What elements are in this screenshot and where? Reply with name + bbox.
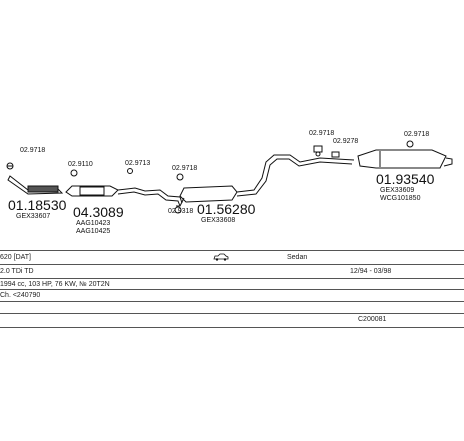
part-number-4: 01.93540 (376, 171, 435, 187)
part-number-2: 04.3089 (73, 204, 124, 220)
part-code-3: GEX33608 (201, 217, 235, 224)
table-divider (0, 327, 464, 328)
table-divider (0, 264, 464, 265)
part-code-4a: GEX33609 (380, 187, 414, 194)
accessory-label-f: 02.9318 (168, 208, 193, 215)
table-divider (0, 313, 464, 314)
table-divider (0, 278, 464, 279)
table-divider (0, 250, 464, 251)
accessory-label-d: 02.9718 (172, 165, 197, 172)
chassis-number: Ch. <240790 (0, 292, 41, 299)
engine-specs: 1994 cc, 103 HP, 76 KW, № 20T2N (0, 281, 110, 288)
table-divider (0, 289, 464, 290)
accessory-label-h: 02.9718 (404, 131, 429, 138)
part-code-2b: AAG10425 (76, 228, 110, 235)
engine-type: 2.0 TDi TD (0, 268, 34, 275)
accessory-label-a: 02.9718 (20, 147, 45, 154)
model-name: 620 [DAT] (0, 254, 31, 261)
production-dates: 12/94 - 03/98 (350, 268, 392, 275)
accessory-label-e: 02.9718 (309, 130, 334, 137)
body-type: Sedan (287, 254, 308, 261)
accessory-label-b: 02.9110 (68, 161, 93, 168)
exhaust-system-diagram: 01.18530 GEX33607 04.3089 AAG10423 AAG10… (6, 130, 453, 235)
part-number-1: 01.18530 (8, 197, 67, 213)
car-icon (213, 253, 229, 261)
table-divider (0, 301, 464, 302)
accessory-label-c: 02.9713 (125, 160, 150, 167)
part-number-3: 01.56280 (197, 201, 256, 217)
diagram-code: C200081 (358, 316, 387, 323)
part-code-4b: WCG101850 (380, 195, 421, 202)
part-code-2a: AAG10423 (76, 220, 110, 227)
part-code-1: GEX33607 (16, 213, 50, 220)
accessory-label-g: 02.9278 (333, 138, 358, 145)
